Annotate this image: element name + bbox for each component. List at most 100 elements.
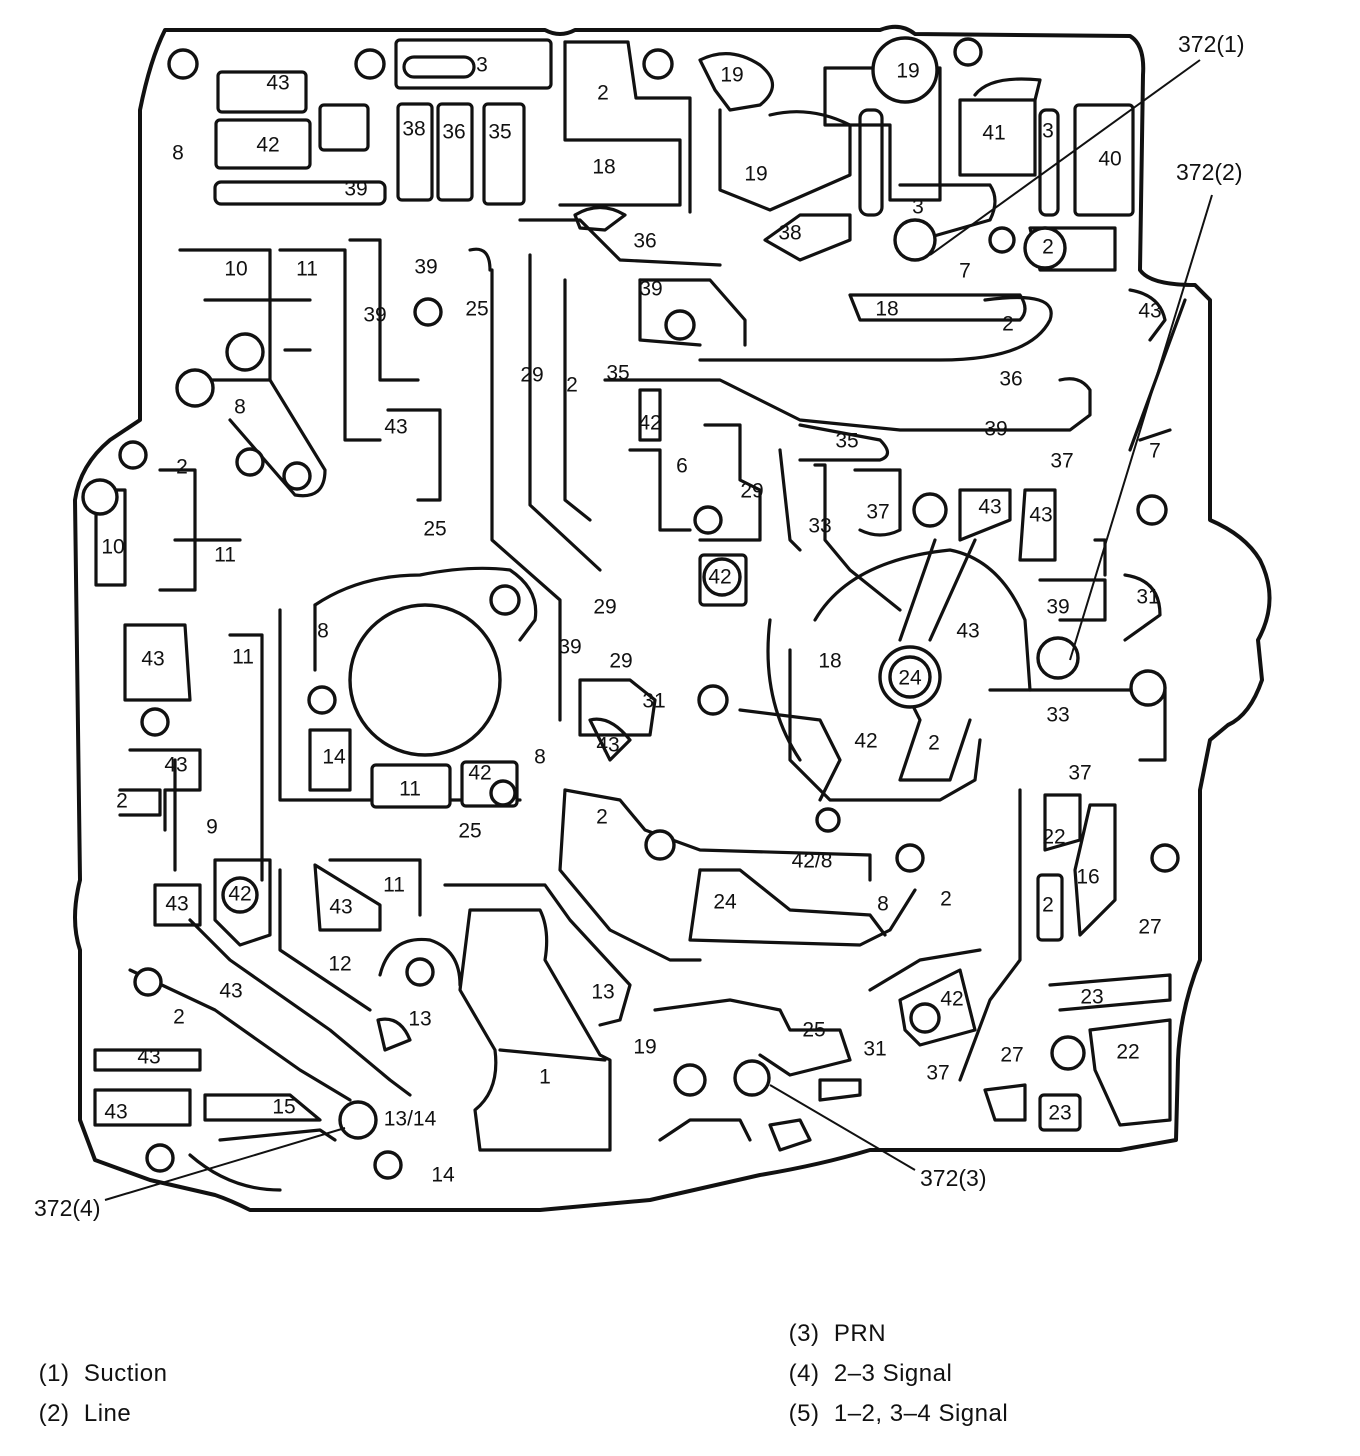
channel xyxy=(638,278,747,347)
passage-label: 39 xyxy=(344,178,367,201)
bolt-hole xyxy=(489,584,521,616)
bolt-hole xyxy=(815,807,841,833)
passage-label: 2 xyxy=(940,888,952,911)
channel xyxy=(573,205,627,232)
bolt-hole xyxy=(282,461,312,491)
bolt-hole xyxy=(733,1059,771,1097)
channel xyxy=(698,868,887,937)
leader-line-372-1 xyxy=(929,59,1201,256)
channel xyxy=(983,1083,1027,1122)
channel xyxy=(528,253,602,572)
channel xyxy=(93,1088,192,1127)
passage-label: 36 xyxy=(633,230,656,253)
passage-label: 3 xyxy=(1042,120,1054,143)
legend-number: (2) xyxy=(38,1400,70,1427)
passage-label: 19 xyxy=(744,163,767,186)
passage-label: 29 xyxy=(520,364,543,387)
channel xyxy=(93,1048,202,1072)
bolt-hole xyxy=(413,297,443,327)
passage-label: 23 xyxy=(1080,986,1103,1009)
legend-number: (3) xyxy=(788,1320,820,1347)
passage-label: 43 xyxy=(164,754,187,777)
callout-372-1: 372(1) xyxy=(1178,31,1244,57)
channel xyxy=(698,295,1053,362)
passage-label: 25 xyxy=(802,1019,825,1042)
channel xyxy=(370,763,452,809)
passage-label: 35 xyxy=(606,362,629,385)
channel xyxy=(118,788,162,817)
passage-label: 29 xyxy=(609,650,632,673)
channel xyxy=(218,1128,337,1142)
bolt-hole xyxy=(221,876,259,914)
channel xyxy=(578,678,657,737)
channel xyxy=(628,448,692,532)
channel xyxy=(1048,973,1172,1012)
valve-body-diagram: 4332191984238363518194134039338362710113… xyxy=(34,24,1272,1221)
passage-label: 14 xyxy=(431,1164,455,1187)
passage-label: 19 xyxy=(896,60,919,83)
channel xyxy=(278,868,372,1012)
channel xyxy=(588,717,632,762)
legend-number: (1) xyxy=(38,1360,70,1387)
passage-label: 2 xyxy=(566,374,578,397)
channel xyxy=(1038,1093,1082,1132)
main-bore xyxy=(348,603,502,757)
bolt-hole xyxy=(693,505,723,535)
legend-text: Line xyxy=(83,1400,132,1427)
channel xyxy=(1073,803,1117,937)
bolt-hole xyxy=(895,843,925,873)
channel xyxy=(558,40,682,207)
channel xyxy=(653,998,852,1077)
channel xyxy=(518,218,722,267)
passage-label: 8 xyxy=(317,620,329,643)
bolt-hole xyxy=(1136,494,1168,526)
channel xyxy=(436,102,474,202)
bolt-hole xyxy=(1036,636,1080,680)
bolt-hole xyxy=(140,707,170,737)
bolt-hole xyxy=(225,332,265,372)
bolt-hole xyxy=(909,1002,941,1034)
passage-label: 35 xyxy=(835,430,858,453)
callout-372-2: 372(2) xyxy=(1176,159,1242,185)
channel xyxy=(490,268,562,722)
channel xyxy=(443,883,632,1027)
passage-label: 2 xyxy=(176,456,188,479)
channel xyxy=(853,468,902,537)
passage-label: 10 xyxy=(101,536,124,559)
passage-label: 42 xyxy=(708,566,731,589)
channel xyxy=(278,248,382,442)
callout-372-3: 372(3) xyxy=(920,1165,986,1191)
channel xyxy=(1123,573,1162,642)
channel xyxy=(558,788,702,962)
passage-label: 16 xyxy=(1076,866,1099,889)
passage-label: 39 xyxy=(639,278,662,301)
channel xyxy=(958,488,1012,542)
passage-label: 2 xyxy=(116,790,128,813)
passage-label: 13 xyxy=(591,981,614,1004)
channel xyxy=(823,66,942,202)
passage-label: 2 xyxy=(928,732,940,755)
channel xyxy=(638,278,702,347)
passage-label: 43 xyxy=(978,496,1001,519)
passage-label: 43 xyxy=(329,896,352,919)
passage-label: 8 xyxy=(877,893,889,916)
passage-label: 18 xyxy=(818,650,841,673)
channel xyxy=(378,937,462,987)
passage-label: 31 xyxy=(642,690,665,713)
bolt-hole xyxy=(893,218,937,262)
bolt-hole xyxy=(1023,226,1067,270)
passage-label: 43 xyxy=(104,1101,127,1124)
channel xyxy=(868,948,982,992)
legend-item-2-3-signal: (4) 2–3 Signal xyxy=(760,1332,952,1416)
bolt-hole xyxy=(1129,669,1167,707)
passage-label: 25 xyxy=(458,820,481,843)
leader-line-372-4 xyxy=(104,1127,346,1201)
passage-label: 11 xyxy=(232,646,254,669)
legend-item-1-2-3-4-signal: (5) 1–2, 3–4 Signal xyxy=(760,1372,1008,1456)
leader-lines xyxy=(104,59,1213,1201)
passage-label: 18 xyxy=(875,298,898,321)
channel xyxy=(766,618,802,762)
channel xyxy=(818,1078,862,1102)
passage-label: 33 xyxy=(1046,704,1069,727)
